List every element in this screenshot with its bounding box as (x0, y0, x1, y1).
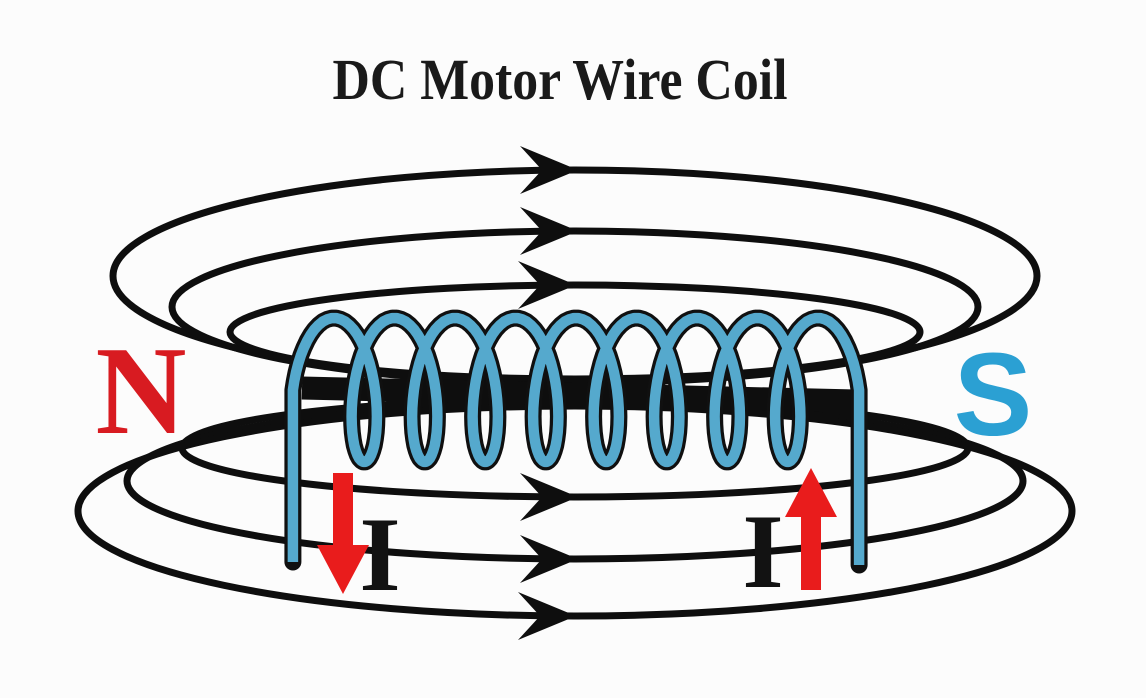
field-direction-arrow-icon (518, 261, 576, 309)
current-indicator-left: I (317, 473, 401, 613)
field-direction-arrow-icon (520, 207, 578, 255)
field-direction-arrow-icon (520, 146, 578, 194)
current-arrow-up-icon (785, 468, 837, 590)
field-direction-arrow-icon (520, 535, 578, 583)
current-indicator-right: I (742, 468, 837, 610)
current-label-left: I (359, 496, 400, 613)
field-direction-arrow-icon (520, 473, 578, 521)
diagram-title: DC Motor Wire Coil (333, 47, 788, 112)
south-pole-label: S (954, 329, 1033, 461)
north-pole-label: N (96, 322, 187, 461)
coil-wire (287, 312, 865, 565)
field-direction-arrow-icon (518, 592, 576, 640)
current-label-right: I (742, 493, 783, 610)
wire-coil (284, 309, 868, 574)
current-arrow-down-icon (317, 473, 369, 594)
field-line-core-bundle (301, 376, 857, 413)
